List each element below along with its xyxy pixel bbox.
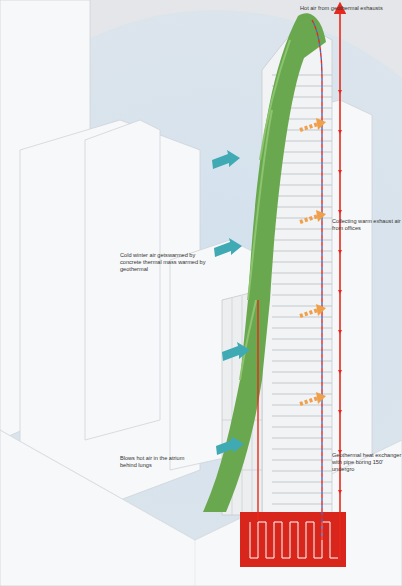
floor-line xyxy=(272,284,332,285)
floor-line xyxy=(272,196,332,197)
flow-arrowhead xyxy=(338,410,342,414)
floor-line xyxy=(272,416,332,417)
floor-line xyxy=(272,493,332,494)
floor-line xyxy=(272,383,332,384)
flow-arrowhead xyxy=(338,130,342,134)
floor-line xyxy=(272,438,332,439)
floor-line xyxy=(272,471,332,472)
floor-line xyxy=(272,372,332,373)
flow-arrowhead xyxy=(338,210,342,214)
floor-line xyxy=(272,504,332,505)
flow-arrowhead xyxy=(338,330,342,334)
floor-line xyxy=(272,306,332,307)
warm-air-arrows xyxy=(300,118,326,404)
flow-arrowhead xyxy=(338,290,342,294)
floor-line xyxy=(272,262,332,263)
floor-line xyxy=(272,339,332,340)
floor-line xyxy=(272,460,332,461)
floor-line xyxy=(272,218,332,219)
callout-label: Cold winter air getswarmed by concrete t… xyxy=(120,252,208,273)
geothermal-exchanger xyxy=(240,512,346,567)
floor-line xyxy=(272,449,332,450)
floor-line xyxy=(272,295,332,296)
floor-line xyxy=(272,251,332,252)
flow-arrowhead xyxy=(338,170,342,174)
flow-arrowhead xyxy=(338,370,342,374)
floor-line xyxy=(272,350,332,351)
floor-line xyxy=(272,273,332,274)
floor-line xyxy=(272,240,332,241)
floor-line xyxy=(272,427,332,428)
dashed-exhaust-blue xyxy=(312,20,322,540)
serpentine-pipe xyxy=(250,522,338,558)
supply-pipe xyxy=(257,300,258,520)
floor-line xyxy=(272,361,332,362)
dashed-exhaust xyxy=(312,20,322,540)
green-facade xyxy=(203,13,326,512)
floor-line xyxy=(272,394,332,395)
callout-label: Geothermal heat exchanger with pipe bori… xyxy=(332,452,402,473)
floor-line xyxy=(272,328,332,329)
floor-line xyxy=(272,229,332,230)
facade-folds xyxy=(240,40,290,380)
cold-air-arrows xyxy=(212,150,250,455)
down-arrowheads xyxy=(338,90,342,494)
floor-line xyxy=(272,482,332,483)
callout-label: Collecting warm exhaust air from offices xyxy=(332,218,402,232)
floor-line xyxy=(272,185,332,186)
callout-label: Blows hot air in the atrium behind lungs xyxy=(120,455,200,469)
callout-label: Hot air from geothermal exhausts xyxy=(300,5,400,12)
flow-arrowhead xyxy=(338,250,342,254)
flow-arrowhead xyxy=(338,90,342,94)
flow-arrowhead xyxy=(338,490,342,494)
floor-line xyxy=(272,207,332,208)
